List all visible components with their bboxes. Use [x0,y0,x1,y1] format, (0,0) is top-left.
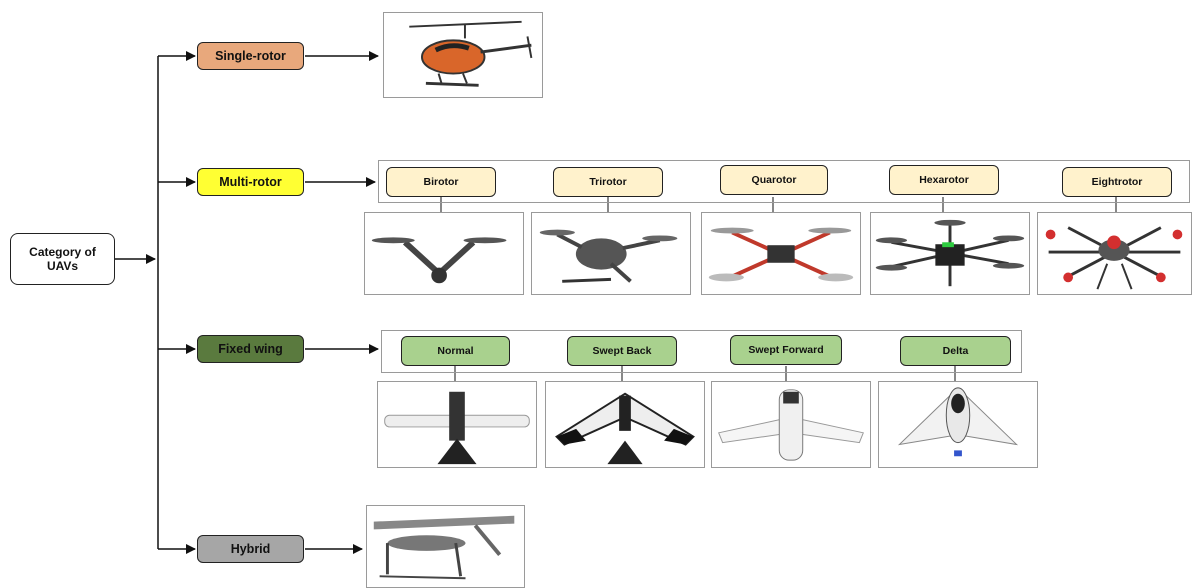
multi-rotor-type-eightrotor: Eightrotor [1062,167,1172,197]
hexarotor-label: Hexarotor [919,174,969,186]
fixed-wing-types-frame [381,330,1022,373]
trirotor-drone-image [531,212,691,295]
multi-rotor-type-birotor: Birotor [386,167,496,197]
swept-forward-label: Swept Forward [748,344,824,356]
multi-rotor-label: Multi-rotor [219,175,282,189]
normal-label: Normal [437,345,474,357]
single-rotor-node: Single-rotor [197,42,304,70]
swept-forward-wing-drone-image [711,381,871,468]
fixed-wing-type-swept-back: Swept Back [567,336,677,366]
single-rotor-helicopter-image [383,12,543,98]
multi-rotor-node: Multi-rotor [197,168,304,196]
birotor-drone-image [364,212,524,295]
root-category-node: Category of UAVs [10,233,115,285]
hybrid-vtol-drone-image [366,505,525,588]
multi-rotor-type-hexarotor: Hexarotor [889,165,999,195]
normal-wing-drone-image [377,381,537,468]
multi-rotor-type-quarotor: Quarotor [720,165,828,195]
hybrid-node: Hybrid [197,535,304,563]
single-rotor-label: Single-rotor [215,49,286,63]
fixed-wing-type-delta: Delta [900,336,1011,366]
fixed-wing-type-normal: Normal [401,336,510,366]
eightrotor-label: Eightrotor [1091,176,1143,188]
hybrid-label: Hybrid [230,542,271,556]
quarotor-label: Quarotor [751,174,797,186]
delta-label: Delta [942,345,969,357]
swept-back-wing-drone-image [545,381,705,468]
trirotor-label: Trirotor [589,176,627,188]
quarotor-drone-image [701,212,861,295]
delta-wing-drone-image [878,381,1038,468]
multi-rotor-types-frame [378,160,1190,203]
fixed-wing-type-swept-forward: Swept Forward [730,335,842,365]
eightrotor-drone-image [1037,212,1192,295]
fixed-wing-node: Fixed wing [197,335,304,363]
multi-rotor-type-trirotor: Trirotor [553,167,663,197]
swept-back-label: Swept Back [592,345,652,357]
root-label: Category of UAVs [29,245,96,273]
hexarotor-drone-image [870,212,1030,295]
fixed-wing-label: Fixed wing [218,342,283,356]
birotor-label: Birotor [423,176,459,188]
